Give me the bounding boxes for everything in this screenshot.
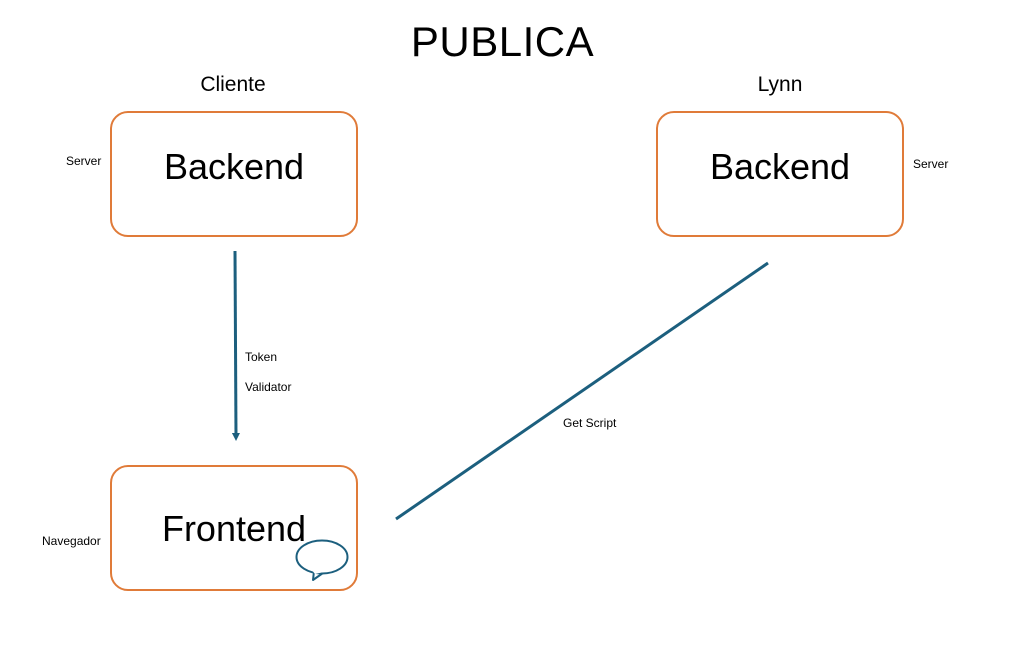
- client-frontend-side-label: Navegador: [42, 534, 101, 548]
- client-backend-side-label: Server: [66, 154, 102, 168]
- lynn-backend-label: Backend: [709, 146, 851, 187]
- client-backend-label: Backend: [163, 146, 305, 187]
- edge-label-validator: Validator: [245, 380, 292, 394]
- client-frontend-label: Frontend: [161, 508, 307, 549]
- edge-label-get-script: Get Script: [563, 416, 617, 430]
- column-label-lynn: Lynn: [757, 73, 803, 96]
- lynn-backend-box: Backend: [656, 111, 904, 237]
- token-validator-arrow: [231, 250, 240, 441]
- edge-label-token: Token: [245, 350, 278, 364]
- column-label-cliente: Cliente: [200, 73, 266, 96]
- diagram-title: PUBLICA: [410, 18, 595, 65]
- client-backend-box: Backend: [110, 111, 358, 237]
- get-script-connector: [395, 261, 769, 521]
- client-frontend-box: Frontend: [110, 465, 358, 591]
- lynn-backend-side-label: Server: [913, 157, 949, 171]
